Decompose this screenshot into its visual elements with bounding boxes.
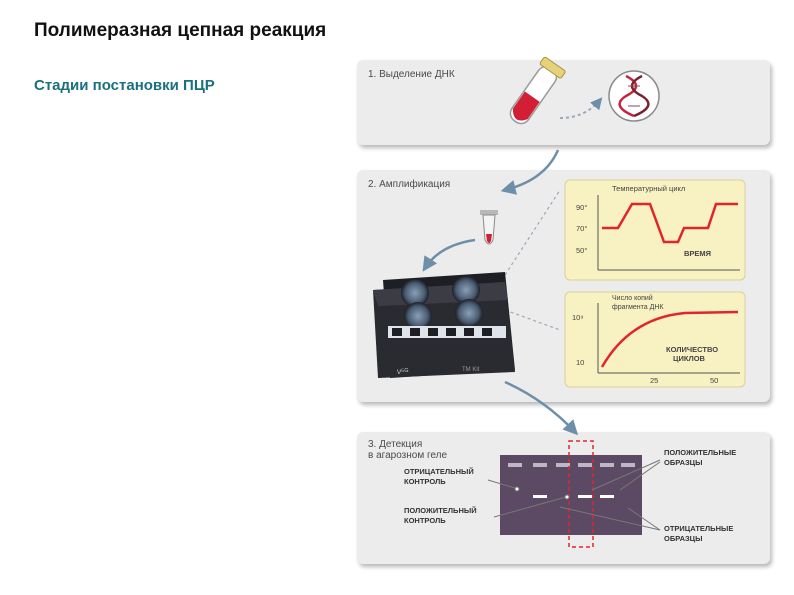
copies-xlabel-line1: КОЛИЧЕСТВО: [666, 345, 718, 354]
copies-curve: [600, 310, 739, 368]
flow-arrow-2: [422, 238, 476, 272]
pos-control-label-line1: ПОЛОЖИТЕЛЬНЫЙ: [404, 506, 477, 515]
device-label-left: ν⁵ᴳ: [397, 367, 408, 376]
pos-control-label-line2: КОНТРОЛЬ: [404, 516, 446, 525]
agarose-gel: [500, 455, 642, 535]
pos-samples-label-line2: ОБРАЗЦЫ: [664, 458, 703, 467]
temperature-curve: [602, 202, 738, 244]
flow-arrow-3: [504, 380, 579, 436]
guide-line-1: [504, 189, 561, 276]
page-title: Полимеразная цепная реакция: [34, 20, 327, 41]
temp-tick-50: 50°: [576, 246, 587, 255]
copies-xlabel-line2: ЦИКЛОВ: [673, 354, 706, 363]
stage-3-title-line2: в агарозном геле: [368, 450, 448, 461]
temp-tick-70: 70°: [576, 224, 587, 233]
page-subtitle: Стадии постановки ПЦР: [34, 77, 215, 94]
copies-x-tick-50: 50: [710, 376, 718, 385]
temp-chart-xlabel: ВРЕМЯ: [684, 249, 711, 258]
extraction-arrow: [559, 97, 603, 119]
stage-1-title: 1. Выделение ДНК: [368, 69, 455, 80]
temp-tick-90: 90°: [576, 203, 587, 212]
stage-2-title: 2. Амплификация: [368, 179, 451, 190]
copies-chart: Число копий фрагмента ДНК 10⁹ 10 КОЛИЧЕС…: [564, 291, 746, 388]
temp-chart-title: Температурный цикл: [612, 184, 685, 193]
pos-samples-label-line1: ПОЛОЖИТЕЛЬНЫЕ: [664, 448, 736, 457]
gel-leader-lines: [487, 459, 661, 531]
copies-y-high: 10⁹: [572, 313, 584, 322]
pcr-tube-icon: [480, 210, 498, 245]
neg-control-label-line2: КОНТРОЛЬ: [404, 477, 446, 486]
neg-control-label-line1: ОТРИЦАТЕЛЬНЫЙ: [404, 467, 474, 476]
positive-lane-highlight: [568, 440, 594, 548]
device-label-right: TM Kit: [462, 367, 480, 373]
copies-chart-title-line2: фрагмента ДНК: [612, 304, 664, 311]
dna-icon: [608, 70, 660, 122]
copies-chart-title-line1: Число копий: [612, 294, 653, 302]
stage-3-title-line1: 3. Детекция: [368, 439, 423, 450]
temperature-chart: Температурный цикл 90° 70° 50° ВРЕМЯ: [564, 179, 746, 281]
thermocycler-icon: ν⁵ᴳ TM Kit: [373, 272, 515, 378]
neg-samples-label-line2: ОБРАЗЦЫ: [664, 534, 703, 543]
flow-arrow-1: [500, 149, 560, 195]
blood-tube-icon: [509, 56, 566, 125]
copies-y-low: 10: [576, 358, 584, 367]
neg-samples-label-line1: ОТРИЦАТЕЛЬНЫЕ: [664, 524, 733, 533]
copies-x-tick-25: 25: [650, 376, 658, 385]
guide-line-2: [504, 309, 561, 331]
